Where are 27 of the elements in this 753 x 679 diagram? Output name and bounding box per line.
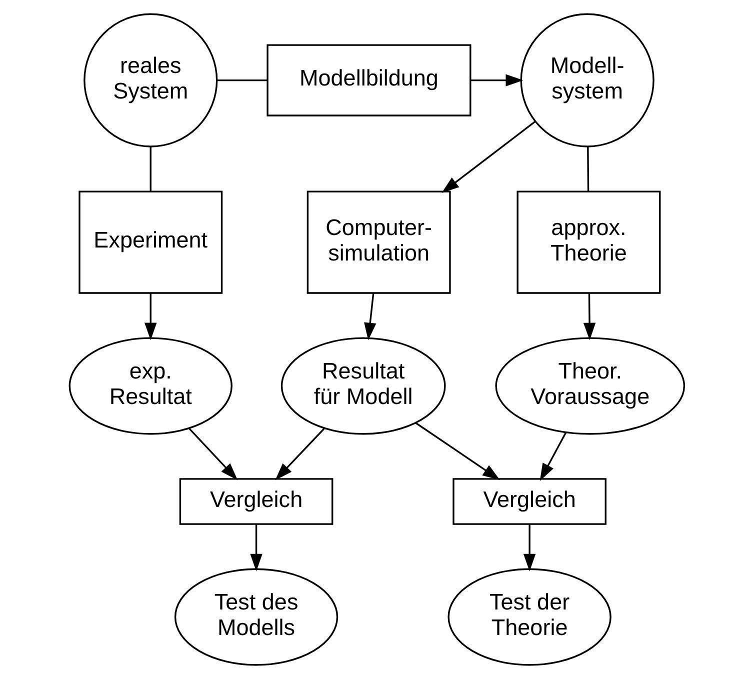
node-box: Computer- simulation — [306, 190, 450, 294]
arrow — [364, 293, 376, 340]
arrow — [441, 120, 536, 193]
node-ellipse: Theor. Voraussage — [494, 337, 685, 435]
arrow — [250, 524, 262, 572]
arrow — [522, 524, 536, 572]
arrow — [274, 428, 324, 480]
node-ellipse: Test des Modells — [174, 568, 338, 666]
node-box: Vergleich — [452, 478, 606, 525]
arrow — [188, 428, 238, 480]
node-ellipse: exp. Resultat — [68, 337, 232, 435]
connector — [149, 146, 151, 192]
arrow — [582, 293, 596, 340]
connector — [216, 79, 266, 82]
node-ellipse: Test der Theorie — [447, 568, 611, 666]
arrow — [539, 432, 566, 481]
node-circle: reales System — [83, 13, 218, 148]
node-box: Vergleich — [178, 478, 333, 525]
arrow — [144, 293, 156, 340]
arrow — [414, 422, 500, 480]
node-box: approx. Theorie — [516, 190, 660, 294]
node-ellipse: Resultat für Modell — [280, 337, 446, 435]
connector — [586, 146, 589, 192]
node-box: Modellbildung — [266, 44, 471, 116]
node-circle: Modell- system — [520, 13, 654, 148]
node-box: Experiment — [78, 190, 222, 294]
arrow — [470, 74, 523, 86]
